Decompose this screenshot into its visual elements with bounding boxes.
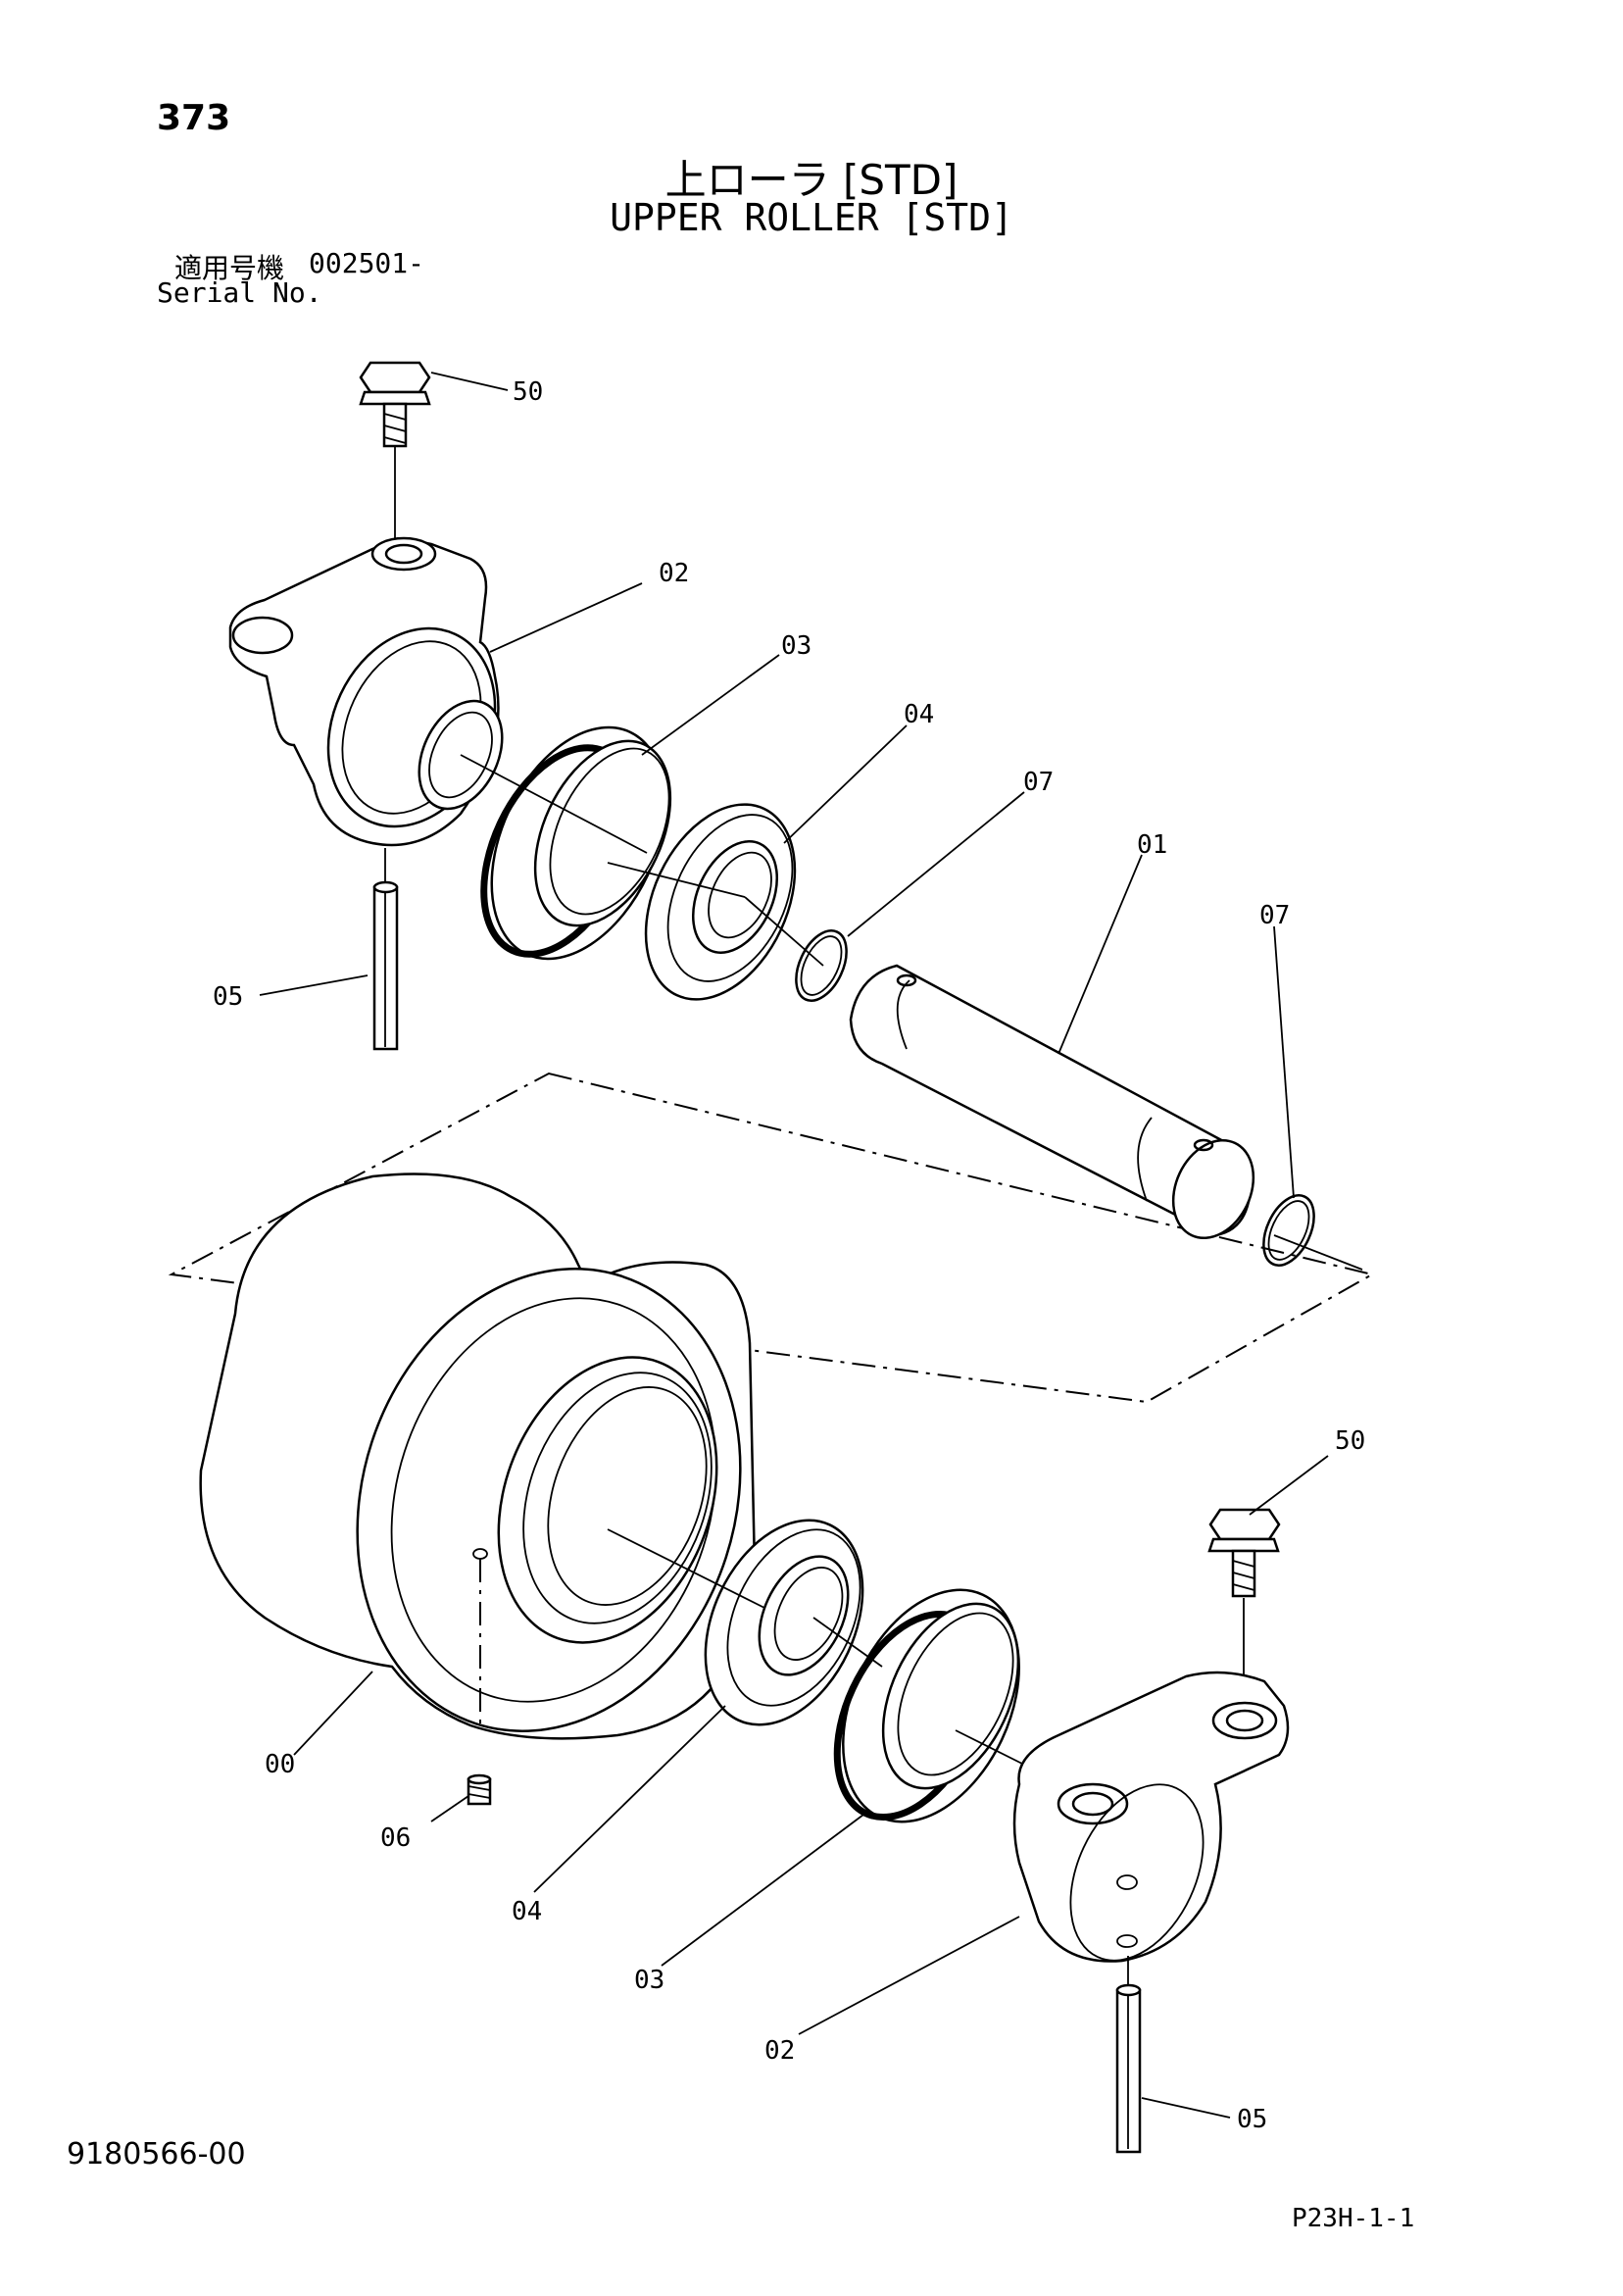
callout-03-top: 03 <box>781 631 812 661</box>
pin-top <box>372 880 399 1051</box>
callout-02-bottom: 02 <box>764 2036 795 2066</box>
axis-top-2 <box>607 862 746 898</box>
bolt-bottom <box>1207 1508 1281 1598</box>
axis-top-3 <box>744 896 824 967</box>
serial-value: 002501- <box>309 247 425 279</box>
page-number: 373 <box>157 98 231 138</box>
bolt-top <box>359 361 431 448</box>
bearing-bottom <box>704 1519 864 1726</box>
leader-lines <box>259 372 1329 2119</box>
callout-07-right: 07 <box>1259 901 1290 930</box>
axis-bottom-2 <box>812 1617 883 1668</box>
axis-top-1 <box>460 754 648 854</box>
title-japanese: 上ローラ [STD] <box>664 156 959 204</box>
roller-body <box>199 1173 757 1740</box>
axis-top-4 <box>1273 1234 1363 1271</box>
pin-bottom <box>1115 1983 1142 2154</box>
plug <box>467 1773 492 1806</box>
document-number: 9180566-00 <box>67 2137 246 2171</box>
callout-50-bottom: 50 <box>1335 1426 1365 1456</box>
axis-bottom-1 <box>607 1528 765 1609</box>
callout-04-top: 04 <box>904 700 934 729</box>
snap-ring-left <box>795 929 848 1002</box>
shaft <box>849 964 1255 1240</box>
callout-02-top: 02 <box>659 559 689 588</box>
callout-04-bottom: 04 <box>512 1897 542 1926</box>
bracket-bottom <box>1012 1671 1290 1963</box>
bracket-top <box>228 536 504 847</box>
page-reference: P23H-1-1 <box>1292 2204 1415 2233</box>
callout-07-left: 07 <box>1023 768 1054 797</box>
serial-label-japanese: 適用号機 <box>174 252 285 284</box>
snap-ring-right <box>1262 1194 1315 1267</box>
callout-05-bottom: 05 <box>1237 2105 1267 2134</box>
seal-top <box>480 725 672 961</box>
title-english: UPPER ROLLER [STD] <box>610 196 1013 239</box>
callout-01: 01 <box>1137 830 1167 860</box>
callout-06: 06 <box>380 1823 411 1853</box>
axis-bottom-3 <box>955 1729 1025 1766</box>
bearing-top <box>644 803 797 1001</box>
callout-03-bottom: 03 <box>634 1966 664 1995</box>
callout-50-top: 50 <box>513 377 543 407</box>
callout-05-top: 05 <box>213 982 243 1012</box>
callout-00: 00 <box>265 1750 295 1779</box>
serial-label-english: Serial No. <box>157 276 322 309</box>
seal-bottom <box>833 1588 1020 1823</box>
